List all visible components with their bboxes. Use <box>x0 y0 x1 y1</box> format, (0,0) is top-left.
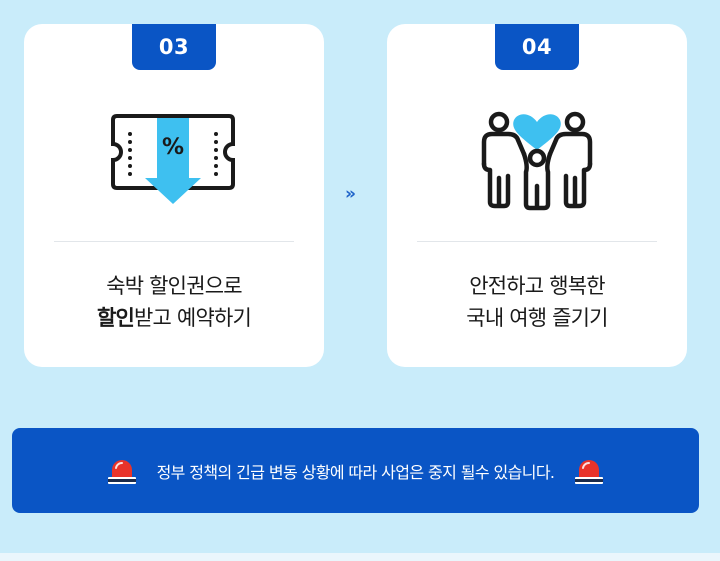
step-description: 숙박 할인권으로 할인받고 예약하기 <box>24 270 324 334</box>
step-line-2: 국내 여행 즐기기 <box>466 306 608 330</box>
step-card-03: 03 % 숙박 할인권으로 할인받고 예약하기 <box>24 24 324 367</box>
card-divider <box>417 241 657 242</box>
siren-icon <box>575 459 604 484</box>
notice-text: 정부 정책의 긴급 변동 상황에 따라 사업은 중지 될수 있습니다. <box>156 462 555 482</box>
step-number-badge: 03 <box>132 24 216 70</box>
step-card-04: 04 안전하고 행복한 국내 여행 즐기기 <box>387 24 687 367</box>
notice-banner: 정부 정책의 긴급 변동 상황에 따라 사업은 중지 될수 있습니다. <box>12 428 699 513</box>
step-line-2-rest: 받고 예약하기 <box>134 306 252 330</box>
next-step-arrow-icon: » <box>345 184 356 204</box>
step-number-badge: 04 <box>495 24 579 70</box>
step-line-1: 숙박 할인권으로 <box>106 274 242 298</box>
step-line-1: 안전하고 행복한 <box>469 274 605 298</box>
emphasis-text: 할인 <box>96 306 135 330</box>
card-divider <box>54 241 294 242</box>
step-description: 안전하고 행복한 국내 여행 즐기기 <box>387 270 687 334</box>
svg-text:%: % <box>162 135 184 160</box>
bottom-strip <box>0 553 720 561</box>
step-line-2: 할인받고 예약하기 <box>24 302 324 334</box>
family-heart-icon <box>462 106 612 216</box>
siren-icon <box>107 459 136 484</box>
discount-coupon-icon: % <box>99 106 249 216</box>
